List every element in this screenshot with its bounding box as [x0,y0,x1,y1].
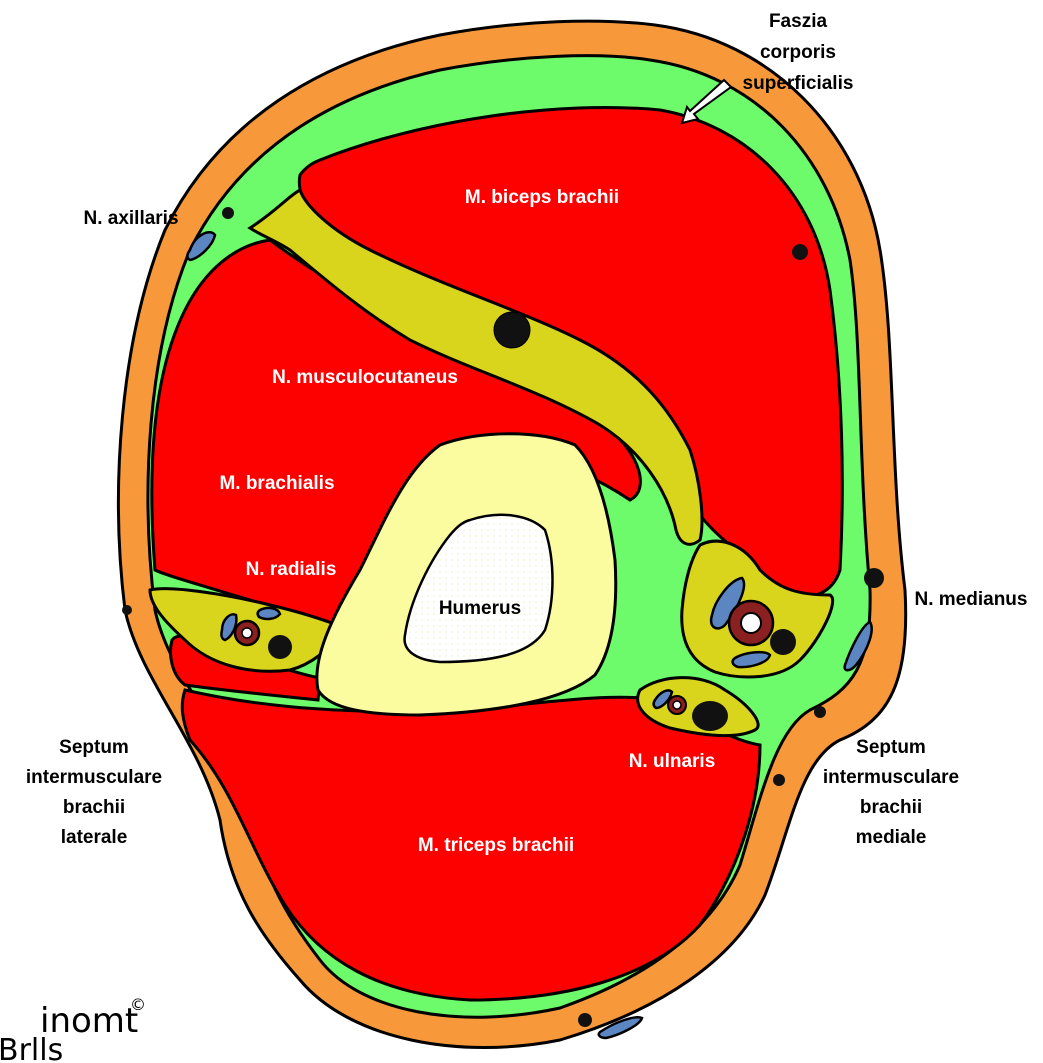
ulnar-nerve [692,701,728,731]
superficial-nerve-dot [792,244,808,260]
radial-nerve [268,635,292,659]
label-fascia: Faszia corporis superficialis [743,11,854,94]
radial-artery-lumen [242,628,252,638]
axillaris-nerve-dot [222,207,234,219]
medianus-nerve-dot [864,568,884,588]
label-brachialis: M. brachialis [219,473,334,494]
label-septum-medial-line4: mediale [856,827,927,848]
label-septum-lateral: Septum intermusculare brachii laterale [26,737,162,848]
label-septum-lateral-line3: brachii [63,797,125,818]
label-biceps: M. biceps brachii [465,187,619,208]
musculocutaneus-nerve [494,312,530,348]
label-septum-medial: Septum intermusculare brachii mediale [823,737,959,848]
label-septum-lateral-line4: laterale [61,827,128,848]
label-ulnaris: N. ulnaris [629,751,716,772]
label-fascia-line2: corporis [760,42,836,63]
label-septum-lateral-line1: Septum [59,737,129,758]
lower-nerve-dot [578,1013,592,1027]
label-humerus: Humerus [439,598,521,619]
brainomatic-logo: inomt © Brlls [0,995,146,1063]
label-septum-lateral-line2: intermusculare [26,767,162,788]
lateral-nerve-dot [122,605,132,615]
label-musculocutaneus: N. musculocutaneus [272,367,458,388]
logo-line2: Brlls [0,1033,63,1063]
label-septum-medial-line1: Septum [856,737,926,758]
medial-septum-dot-2 [773,774,785,786]
label-septum-medial-line2: intermusculare [823,767,959,788]
label-fascia-line1: Faszia [769,11,828,32]
label-septum-medial-line3: brachii [860,797,922,818]
median-compartment-nerve [770,629,796,655]
label-fascia-line3: superficialis [743,73,854,94]
brachial-artery-lumen [741,613,761,633]
logo-copyright: © [130,995,146,1014]
ulnar-artery-lumen [673,701,681,709]
radial-vein-2 [258,608,280,619]
label-axillaris: N. axillaris [83,208,178,229]
medial-septum-dot-1 [814,706,826,718]
label-triceps: M. triceps brachii [418,835,574,856]
label-medianus: N. medianus [915,589,1028,610]
label-radialis: N. radialis [246,559,337,580]
